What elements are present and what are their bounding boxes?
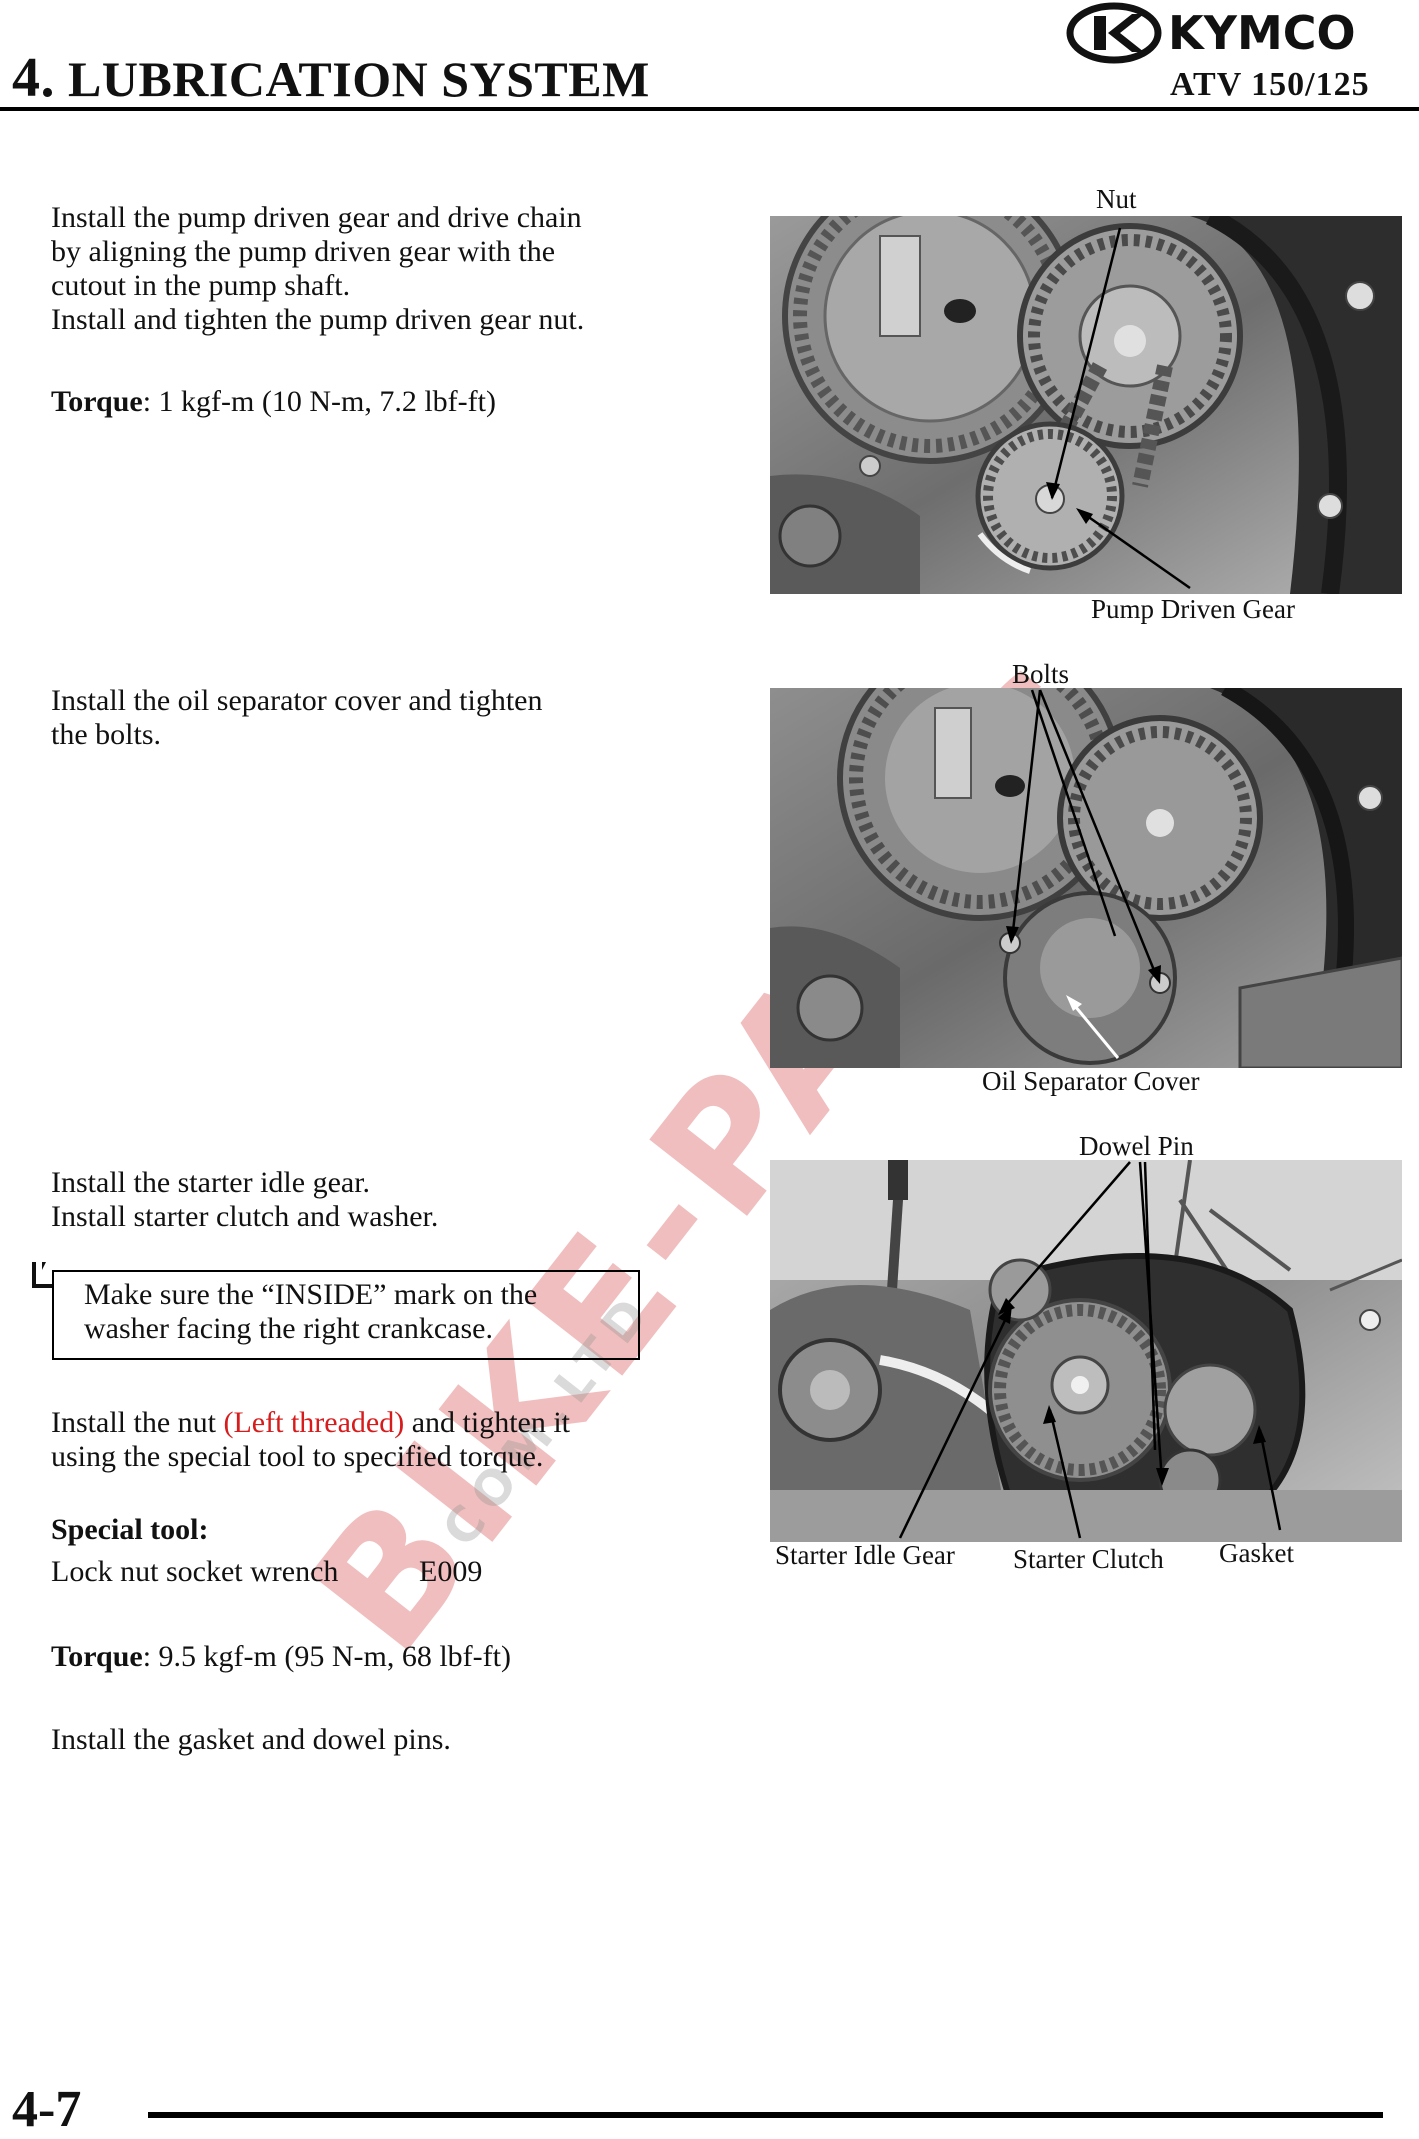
step3-line: Install the starter idle gear. <box>51 1166 371 1199</box>
step3-instructions: Install the starter idle gear. Install s… <box>51 1166 438 1234</box>
torque-value: : 1 kgf-m (10 N-m, 7.2 lbf-ft) <box>142 385 496 418</box>
note-box <box>52 1270 640 1360</box>
brand-wordmark: KYMCO <box>1168 6 1356 60</box>
nut-text-rest: and tighten it <box>404 1406 571 1439</box>
torque-label: Torque <box>51 1640 143 1673</box>
section-title: LUBRICATION SYSTEM <box>68 51 650 107</box>
label-starter-idle-gear: Starter Idle Gear <box>775 1540 955 1570</box>
left-threaded-text: (Left threaded) <box>223 1406 405 1439</box>
step2-instructions: Install the oil separator cover and tigh… <box>51 684 543 752</box>
label-starter-clutch: Starter Clutch <box>1013 1544 1164 1574</box>
footer-divider <box>148 2112 1383 2118</box>
label-oil-separator-cover: Oil Separator Cover <box>982 1066 1200 1096</box>
step1-line: cutout in the pump shaft. <box>51 269 351 302</box>
step3-line: Install starter clutch and washer. <box>51 1200 439 1233</box>
oil-separator-cover-photo <box>770 688 1402 1068</box>
step1-instructions: Install the pump driven gear and drive c… <box>51 201 584 337</box>
pump-driven-gear-photo <box>770 216 1402 594</box>
step1-line: by aligning the pump driven gear with th… <box>51 235 556 268</box>
label-dowel-pin: Dowel Pin <box>1079 1131 1194 1161</box>
nut-text: Install the nut <box>51 1406 224 1439</box>
special-tool-heading: Special tool: <box>51 1513 209 1546</box>
label-pump-driven-gear: Pump Driven Gear <box>1091 594 1295 624</box>
starter-clutch-photo <box>770 1160 1402 1542</box>
step1-torque: Torque: 1 kgf-m (10 N-m, 7.2 lbf-ft) <box>51 385 496 419</box>
install-nut-text: Install the nut (Left threaded) and tigh… <box>51 1406 570 1474</box>
torque-value: : 9.5 kgf-m (95 N-m, 68 lbf-ft) <box>142 1640 511 1673</box>
kymco-logo-icon: KYMCO <box>1066 2 1356 64</box>
step2-line: the bolts. <box>51 718 161 751</box>
tool-name: Lock nut socket wrench <box>51 1555 339 1588</box>
note-line: washer facing the right crankcase. <box>84 1312 493 1345</box>
section-number: 4. <box>12 47 55 109</box>
note-line: Make sure the “INSIDE” mark on the <box>84 1278 538 1311</box>
note-text: Make sure the “INSIDE” mark on the washe… <box>84 1278 537 1346</box>
tool-code: E009 <box>419 1555 483 1588</box>
gasket-dowel-text: Install the gasket and dowel pins. <box>51 1723 451 1756</box>
page-title: 4. LUBRICATION SYSTEM <box>12 46 650 110</box>
step2-line: Install the oil separator cover and tigh… <box>51 684 543 717</box>
step3-torque: Torque: 9.5 kgf-m (95 N-m, 68 lbf-ft) <box>51 1640 511 1674</box>
page-number: 4-7 <box>12 2081 82 2138</box>
label-nut: Nut <box>1096 184 1137 214</box>
special-tool-label: Special tool: <box>51 1513 209 1547</box>
note-icon <box>32 1262 52 1288</box>
model-label: ATV 150/125 <box>1170 66 1370 103</box>
label-gasket: Gasket <box>1219 1538 1294 1568</box>
step1-line: Install the pump driven gear and drive c… <box>51 201 582 234</box>
nut-text-line2: using the special tool to specified torq… <box>51 1440 544 1473</box>
header-divider <box>0 107 1419 111</box>
step1-line: Install and tighten the pump driven gear… <box>51 303 585 336</box>
torque-label: Torque <box>51 385 143 418</box>
label-bolts: Bolts <box>1012 659 1070 689</box>
